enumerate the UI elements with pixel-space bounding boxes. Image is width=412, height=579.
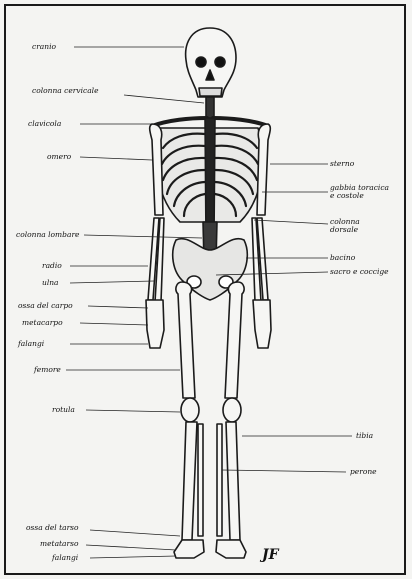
label-rotula: rotula <box>52 406 75 414</box>
label-metatarso: metatarso <box>40 540 78 548</box>
label-colonna-lombare: colonna lombare <box>16 231 79 239</box>
label-sacro-coccige: sacro e coccige <box>330 268 389 276</box>
hand-right <box>253 300 271 348</box>
label-tibia: tibia <box>356 432 373 440</box>
label-clavicola: clavicola <box>28 120 61 128</box>
label-metacarpo: metacarpo <box>22 319 63 327</box>
tibia-right <box>226 422 240 540</box>
label-colonna-cervicale: colonna cervicale <box>32 87 99 95</box>
femur-right <box>225 282 244 398</box>
label-cranio: cranio <box>32 43 56 51</box>
clavicle-left <box>152 118 207 126</box>
humerus-right <box>257 124 270 215</box>
patella-left <box>181 398 199 422</box>
label-ulna: ulna <box>42 279 59 287</box>
cervical-spine <box>206 97 214 118</box>
patella-right <box>223 398 241 422</box>
tibia-left <box>182 422 197 540</box>
label-falangi-mano: falangi <box>18 340 44 348</box>
label-ossa-carpo: ossa del carpo <box>18 302 73 310</box>
label-radio: radio <box>42 262 62 270</box>
clavicle-right <box>213 118 268 126</box>
label-ossa-tarso: ossa del tarso <box>26 524 79 532</box>
label-sterno: sterno <box>330 160 354 168</box>
teeth <box>199 88 222 96</box>
foot-right <box>216 540 246 558</box>
label-omero: omero <box>47 153 71 161</box>
humerus-left <box>150 124 163 215</box>
fibula-left <box>198 424 203 536</box>
hand-left <box>146 300 164 348</box>
artist-signature: JF <box>262 548 279 562</box>
eye-socket-left <box>196 57 206 67</box>
label-falangi-piede: falangi <box>52 554 78 562</box>
label-femore: femore <box>34 366 61 374</box>
femur-left <box>176 282 195 398</box>
skull <box>186 28 236 97</box>
label-gabbia-toracica: gabbia toracica e costole <box>330 184 389 200</box>
foot-left <box>174 540 204 558</box>
label-bacino: bacino <box>330 254 355 262</box>
eye-socket-right <box>215 57 225 67</box>
label-perone: perone <box>350 468 377 476</box>
fibula-right <box>217 424 222 536</box>
label-colonna-dorsale: colonna dorsale <box>330 218 360 234</box>
